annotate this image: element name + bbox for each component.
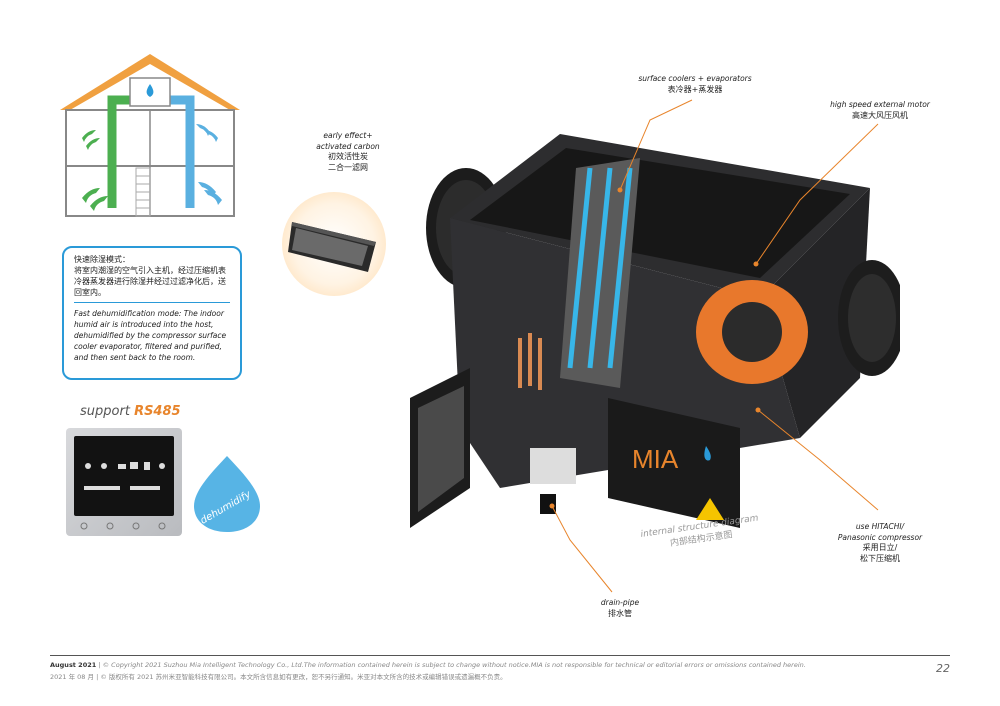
house-airflow-illustration — [60, 54, 240, 217]
drain-label: drain-pipe 排水管 — [590, 598, 650, 619]
footer-copyright-cn: 2021 年 08 月 | © 版权所有 2021 苏州米亚智能科技有限公司。本… — [50, 673, 507, 681]
coolers-label: surface coolers + evaporators 表冷器+蒸发器 — [630, 74, 760, 95]
mode-cn-body: 将室内潮湿的空气引入主机，经过压缩机表冷器蒸发器进行除湿并经过过滤净化后，送回室… — [74, 266, 226, 297]
motor-label-en: high speed external motor — [830, 100, 930, 109]
footer-copyright-en: August 2021 | © Copyright 2021 Suzhou Mi… — [50, 661, 806, 669]
dehumidify-badge: dehumidify — [194, 456, 260, 532]
dehumidifier-unit-image: MIA — [410, 134, 900, 528]
filter-image — [288, 222, 376, 272]
page-number: 22 — [936, 662, 950, 675]
filter-label: early effect+ activated carbon 初效活性炭 二合一… — [308, 131, 388, 173]
mode-en-text: Fast dehumidification mode: The indoor h… — [74, 309, 227, 362]
compressor-label-cn1: 采用日立/ — [862, 543, 898, 552]
panel-icons — [84, 462, 165, 490]
filter-label-en1: early effect+ — [323, 131, 373, 140]
coolers-label-cn: 表冷器+蒸发器 — [667, 84, 723, 94]
control-panel-image — [66, 428, 182, 536]
compressor-label-en1: use HITACHI/ — [855, 522, 905, 531]
support-heading: support RS485 — [80, 404, 181, 419]
filter-label-en2: activated carbon — [316, 141, 380, 151]
compressor-label: use HITACHI/ Panasonic compressor 采用日立/ … — [820, 522, 940, 564]
panel-buttons — [80, 522, 166, 530]
drain-label-cn: 排水管 — [608, 608, 632, 618]
compressor-label-cn2: 松下压缩机 — [860, 553, 900, 563]
footer-en-text: | © Copyright 2021 Suzhou Mia Intelligen… — [98, 661, 806, 669]
drain-label-en: drain-pipe — [600, 598, 640, 607]
mode-description-box: 快速除湿模式： 将室内潮湿的空气引入主机，经过压缩机表冷器蒸发器进行除湿并经过过… — [62, 246, 242, 380]
support-prefix: support — [80, 404, 130, 419]
filter-label-cn1: 初效活性炭 — [328, 152, 368, 161]
support-accent: RS485 — [134, 404, 181, 419]
brand-logo: MIA — [632, 444, 679, 474]
coolers-label-en: surface coolers + evaporators — [638, 74, 752, 83]
mode-cn-title: 快速除湿模式： — [74, 255, 130, 264]
motor-label: high speed external motor 高速大风压风机 — [820, 100, 940, 121]
control-panel-screen — [74, 436, 174, 516]
motor-label-cn: 高速大风压风机 — [852, 110, 908, 120]
filter-label-cn2: 二合一滤网 — [328, 162, 368, 172]
compressor-label-en2: Panasonic compressor — [837, 532, 923, 542]
mode-divider — [74, 302, 230, 303]
footer-divider — [50, 655, 950, 656]
footer-date: August 2021 — [50, 661, 97, 669]
